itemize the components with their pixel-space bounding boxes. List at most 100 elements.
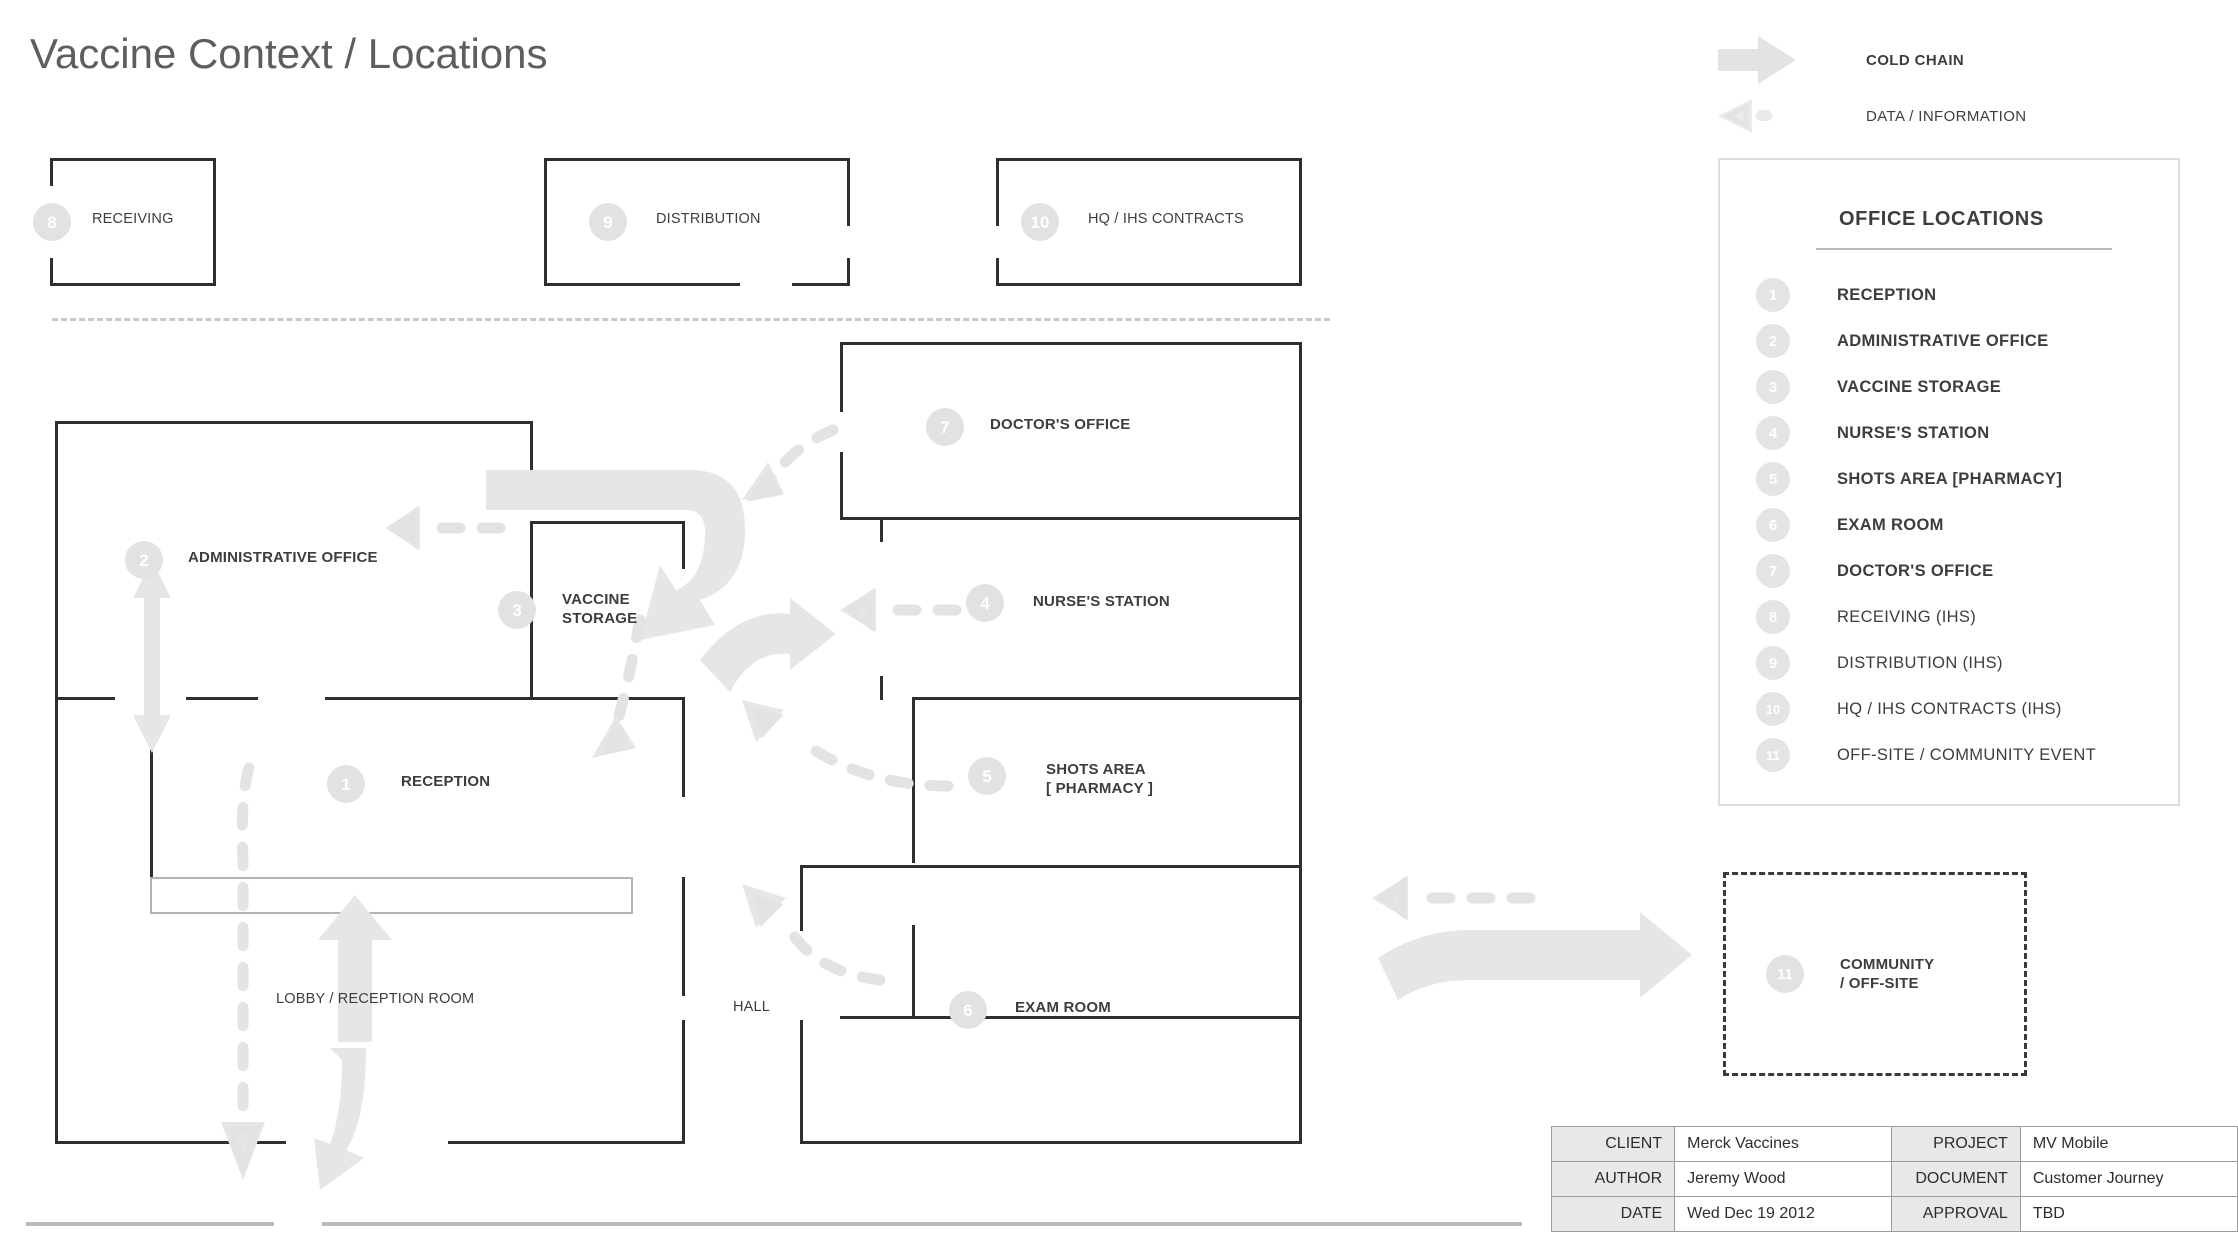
- room-label-doctors-office: DOCTOR'S OFFICE: [990, 416, 1131, 433]
- location-item-distribution[interactable]: 9 DISTRIBUTION (IHS): [1756, 646, 2003, 680]
- wall-doctor-bottom: [840, 517, 1302, 520]
- community-offsite-label: COMMUNITY / OFF-SITE: [1840, 955, 1934, 993]
- location-item-hq-ihs-contracts[interactable]: 10 HQ / IHS CONTRACTS (IHS): [1756, 692, 2062, 726]
- location-label-nurses-station: NURSE'S STATION: [1837, 423, 1990, 442]
- box-edge-bottom: [996, 283, 1302, 286]
- wall-exam-left-upper: [800, 865, 803, 931]
- location-item-shots-area[interactable]: 5 SHOTS AREA [PHARMACY]: [1756, 462, 2062, 496]
- legend-item-cold-chain[interactable]: COLD CHAIN: [1718, 36, 1964, 84]
- office-locations-panel: OFFICE LOCATIONS 1 RECEPTION 2 ADMINISTR…: [1718, 158, 2180, 806]
- box-edge-left-upper: [996, 158, 999, 226]
- box-edge-bottom: [50, 283, 216, 286]
- box-edge-right-upper: [847, 158, 850, 226]
- external-box-distribution[interactable]: [544, 158, 850, 286]
- meta-value-client: Merck Vaccines: [1674, 1126, 1892, 1162]
- location-label-off-site-community-event: OFF-SITE / COMMUNITY EVENT: [1837, 745, 2097, 764]
- room-label-reception: RECEPTION: [401, 773, 491, 790]
- reception-counter: [150, 877, 633, 914]
- meta-value-document: Customer Journey: [2019, 1161, 2238, 1197]
- room-label-vaccine-storage: VACCINE STORAGE: [562, 590, 637, 628]
- location-badge-11: 11: [1756, 738, 1790, 772]
- external-badge-8: 8: [33, 203, 71, 241]
- room-label-vaccine-storage-line1: VACCINE: [562, 591, 630, 608]
- box-edge-left: [544, 158, 547, 286]
- community-offsite-box[interactable]: [1723, 872, 2027, 1076]
- community-badge-11: 11: [1766, 955, 1804, 993]
- meta-value-approval: TBD: [2019, 1196, 2238, 1232]
- location-label-reception: RECEPTION: [1837, 285, 1937, 304]
- wall-admin-bottom-right: [325, 697, 685, 700]
- meta-value-date: Wed Dec 19 2012: [1674, 1196, 1892, 1232]
- meta-key-client: CLIENT: [1550, 1126, 1676, 1162]
- location-item-administrative-office[interactable]: 2 ADMINISTRATIVE OFFICE: [1756, 324, 2048, 358]
- meta-key-approval: APPROVAL: [1890, 1196, 2021, 1232]
- location-badge-3: 3: [1756, 370, 1790, 404]
- table-row: AUTHOR Jeremy Wood DOCUMENT Customer Jou…: [1550, 1161, 2238, 1197]
- wall-admin-bottom-left-stub: [55, 697, 115, 700]
- wall-doctor-top: [840, 342, 1302, 345]
- location-item-off-site-community-event[interactable]: 11 OFF-SITE / COMMUNITY EVENT: [1756, 738, 2096, 772]
- location-item-vaccine-storage[interactable]: 3 VACCINE STORAGE: [1756, 370, 2001, 404]
- cold-chain-arrow-icon: [1718, 36, 1796, 84]
- wall-doctor-left-upper: [840, 342, 843, 412]
- wall-vaccine-storage-top: [530, 521, 685, 524]
- location-label-shots-area: SHOTS AREA [PHARMACY]: [1837, 469, 2063, 488]
- location-item-receiving[interactable]: 8 RECEIVING (IHS): [1756, 600, 1976, 634]
- box-edge-top: [544, 158, 850, 161]
- location-badge-4: 4: [1756, 416, 1790, 450]
- box-edge-bottom-right: [792, 283, 850, 286]
- room-badge-4: 4: [966, 584, 1004, 622]
- wall-reception-left: [150, 697, 153, 877]
- location-badge-8: 8: [1756, 600, 1790, 634]
- room-badge-5: 5: [968, 757, 1006, 795]
- data-information-arrow-icon: [1718, 99, 1772, 133]
- wall-shots-left: [912, 697, 915, 863]
- wall-shots-bottom: [840, 1016, 1302, 1019]
- table-row: CLIENT Merck Vaccines PROJECT MV Mobile: [1550, 1126, 2238, 1162]
- wall-right-exterior-1: [1299, 342, 1302, 520]
- wall-vaccine-storage-right-lower: [682, 697, 685, 797]
- location-badge-2: 2: [1756, 324, 1790, 358]
- external-box-receiving[interactable]: [50, 158, 216, 286]
- wall-reception-right: [682, 877, 685, 996]
- box-edge-left-lower: [996, 258, 999, 286]
- external-label-receiving: RECEIVING: [92, 211, 174, 227]
- wall-hall-left: [682, 1020, 685, 1144]
- external-box-hq-ihs-contracts[interactable]: [996, 158, 1302, 286]
- location-label-distribution: DISTRIBUTION (IHS): [1837, 653, 2003, 672]
- area-label-lobby-reception-room: LOBBY / RECEPTION ROOM: [276, 991, 475, 1007]
- wall-nurse-bottom: [912, 697, 1302, 700]
- room-label-administrative-office: ADMINISTRATIVE OFFICE: [188, 549, 378, 566]
- document-metadata-table: CLIENT Merck Vaccines PROJECT MV Mobile …: [1550, 1126, 2238, 1232]
- legend-label-data-information: DATA / INFORMATION: [1866, 107, 2027, 125]
- location-item-exam-room[interactable]: 6 EXAM ROOM: [1756, 508, 1944, 542]
- footer-rule-right: [322, 1222, 1522, 1226]
- external-label-distribution: DISTRIBUTION: [656, 211, 761, 227]
- external-badge-9: 9: [589, 203, 627, 241]
- location-item-reception[interactable]: 1 RECEPTION: [1756, 278, 1936, 312]
- area-label-hall: HALL: [733, 999, 771, 1015]
- location-label-doctors-office: DOCTOR'S OFFICE: [1837, 561, 1994, 580]
- location-badge-7: 7: [1756, 554, 1790, 588]
- wall-hall-bottom-left: [448, 1141, 685, 1144]
- box-edge-right-lower: [847, 258, 850, 286]
- wall-lobby-bottom-left: [55, 1141, 286, 1144]
- table-row: DATE Wed Dec 19 2012 APPROVAL TBD: [1550, 1196, 2238, 1232]
- wall-doctor-left-lower: [840, 452, 843, 520]
- location-item-doctors-office[interactable]: 7 DOCTOR'S OFFICE: [1756, 554, 1993, 588]
- legend-item-data-information[interactable]: DATA / INFORMATION: [1718, 99, 2027, 133]
- box-edge-bottom-left: [544, 283, 740, 286]
- location-badge-6: 6: [1756, 508, 1790, 542]
- wall-left-exterior-upper: [55, 421, 58, 700]
- location-badge-9: 9: [1756, 646, 1790, 680]
- room-label-vaccine-storage-line2: STORAGE: [562, 610, 638, 628]
- wall-nurse-left-upper: [880, 520, 883, 542]
- wall-admin-top: [55, 421, 533, 424]
- box-edge-top: [996, 158, 1302, 161]
- box-edge-left-lower: [50, 258, 53, 286]
- location-item-nurses-station[interactable]: 4 NURSE'S STATION: [1756, 416, 1990, 450]
- room-badge-3: 3: [498, 591, 536, 629]
- wall-admin-bottom: [186, 697, 258, 700]
- wall-exam-top: [800, 865, 1302, 868]
- room-label-shots-area: SHOTS AREA [ PHARMACY ]: [1046, 760, 1153, 798]
